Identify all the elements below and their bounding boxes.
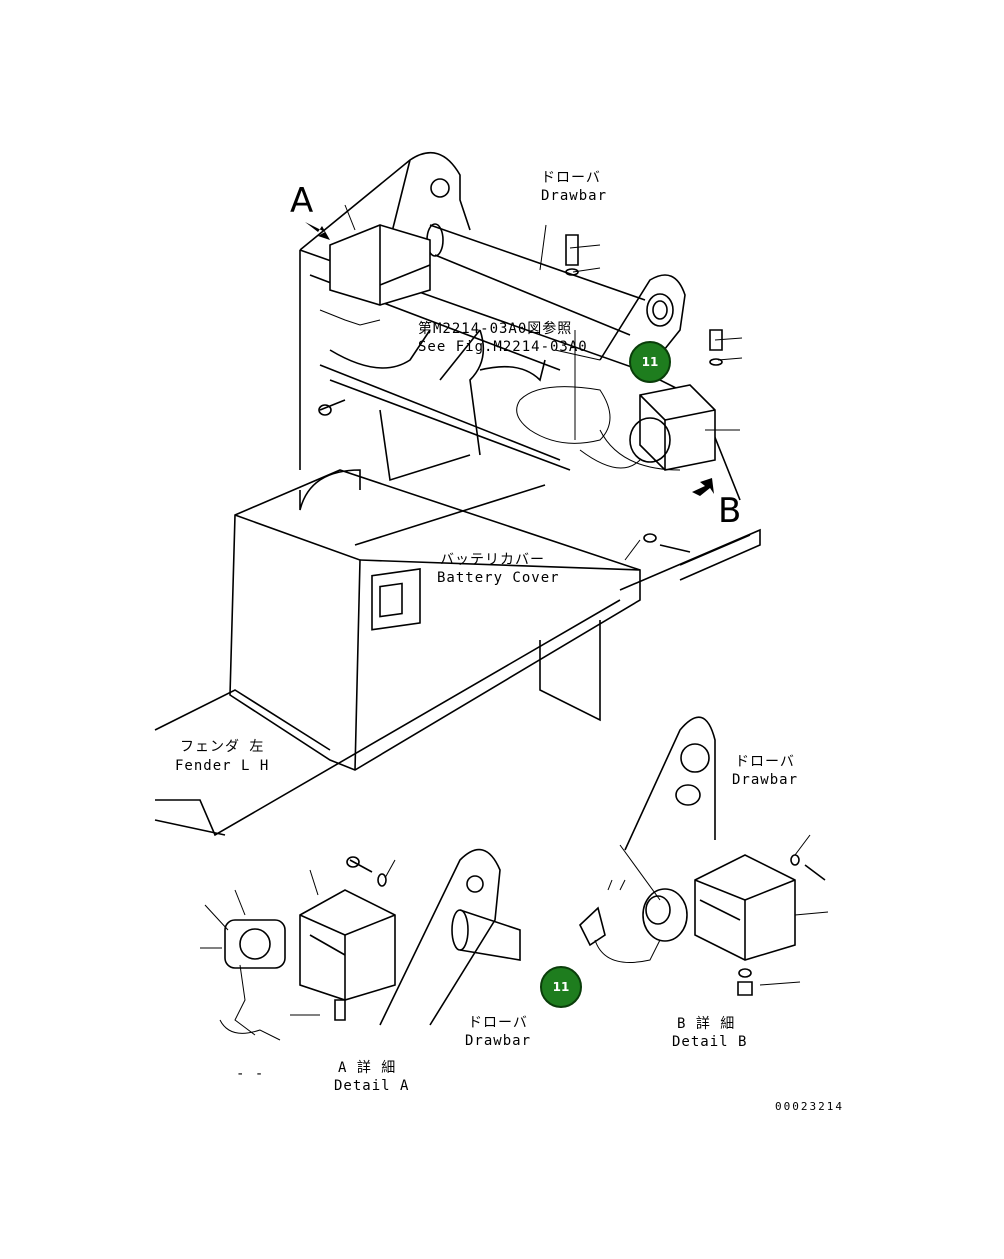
drawbar-b-jp: ドローバ [735, 754, 795, 770]
drawbar-plate-right [599, 274, 686, 381]
part-badge-top[interactable]: 11 [629, 341, 671, 383]
detail-a-housing [299, 889, 396, 1001]
drawbar-a-jp: ドローバ [468, 1015, 528, 1031]
see-fig-en: See Fig.M2214-03A0 [418, 339, 588, 355]
detail-b-group [579, 716, 829, 996]
drawbar-b-en: Drawbar [732, 772, 798, 788]
view-arrow-a [305, 222, 330, 240]
view-a-letter: A [290, 181, 313, 221]
detail-a-jp: A 詳 細 [338, 1060, 396, 1076]
work-light-housing-b [639, 384, 716, 471]
detail-b-lamp [642, 888, 688, 942]
drawbar-a-en: Drawbar [465, 1033, 531, 1049]
drawbar-main-en: Drawbar [541, 188, 607, 204]
battery-cover-jp: バッテリカバー [440, 552, 545, 568]
drawbar-main-jp: ドローバ [541, 170, 601, 186]
battery-cover [229, 469, 641, 771]
detail-a-group [200, 848, 521, 1041]
dashes-label: - - [236, 1066, 264, 1082]
battery-cover-en: Battery Cover [437, 570, 560, 586]
detail-a-lamp [224, 919, 286, 969]
view-arrow-b [692, 478, 714, 496]
fender-en: Fender L H [175, 758, 269, 774]
detail-b-jp: B 詳 細 [677, 1016, 735, 1032]
drawing-number: 00023214 [775, 1100, 844, 1113]
part-badge-top-label: 11 [642, 355, 659, 369]
view-b-letter: B [718, 491, 741, 531]
part-badge-bottom-label: 11 [553, 980, 570, 994]
detail-b-en: Detail B [672, 1034, 747, 1050]
drawbar-plate-left [299, 151, 471, 251]
see-fig-jp: 第M2214-03A0図参照 [418, 320, 572, 337]
fender-jp: フェンダ 左 [180, 739, 264, 755]
part-badge-bottom[interactable]: 11 [540, 966, 582, 1008]
main-assembly [154, 151, 761, 837]
detail-a-en: Detail A [334, 1078, 409, 1094]
